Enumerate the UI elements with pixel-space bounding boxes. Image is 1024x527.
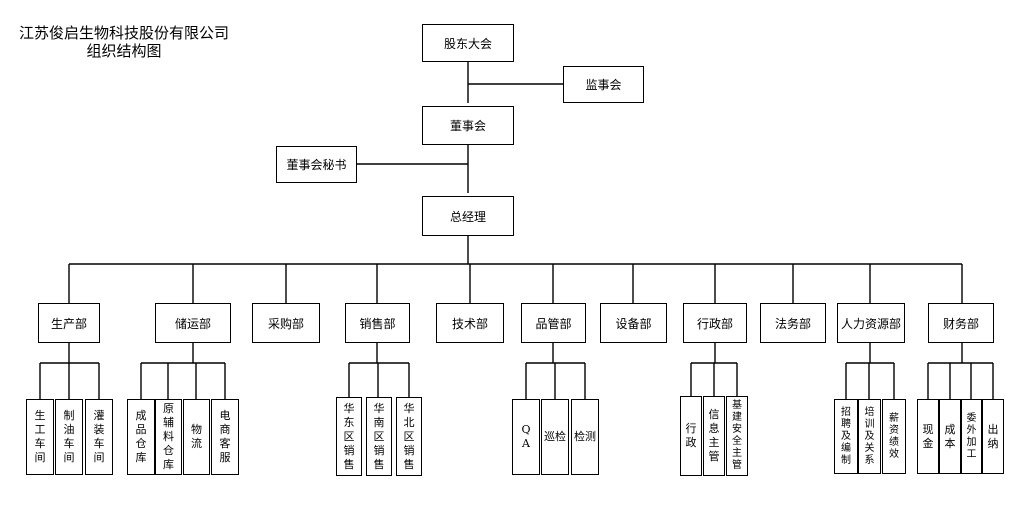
dept-qc: 品管部	[521, 303, 586, 343]
sub-storage-4: 电商客服	[211, 399, 239, 475]
dept-purchasing: 采购部	[252, 303, 320, 343]
sub-admin-2: 信息主管	[703, 396, 725, 476]
sub-production-2: 制油车间	[55, 399, 83, 475]
dept-sales: 销售部	[345, 303, 410, 343]
sub-sales-2: 华南区销售	[366, 397, 392, 476]
sub-production-3: 灌装车间	[85, 399, 113, 475]
sub-storage-3: 物流	[183, 399, 210, 475]
sub-finance-3: 委外加工	[961, 399, 982, 474]
shareholders-box: 股东大会	[422, 24, 514, 62]
sub-sales-3: 华北区销售	[396, 397, 422, 476]
sub-production-1: 生工车间	[26, 399, 54, 475]
dept-storage: 储运部	[155, 303, 231, 343]
company-name: 江苏俊启生物科技股份有限公司	[18, 24, 229, 42]
board-box: 董事会	[422, 106, 514, 145]
gm-box: 总经理	[422, 196, 514, 236]
chart-subtitle: 组织结构图	[86, 42, 162, 60]
sub-admin-3: 基建安全主管	[726, 396, 748, 476]
dept-production: 生产部	[38, 303, 100, 343]
sub-finance-1: 现金	[917, 399, 939, 474]
sub-qc-2: 巡检	[541, 399, 569, 475]
sub-qc-3: 检测	[571, 399, 599, 475]
chart-title: 江苏俊启生物科技股份有限公司 组织结构图	[6, 24, 242, 60]
dept-tech: 技术部	[436, 303, 504, 343]
supervisors-box: 监事会	[563, 66, 644, 103]
sub-admin-1: 行政	[680, 396, 702, 476]
sub-storage-1: 成品仓库	[127, 399, 155, 475]
sub-qc-1: QA	[512, 399, 540, 475]
sub-hr-3: 薪资绩效	[882, 399, 906, 474]
sub-storage-2: 原辅料仓库	[155, 399, 182, 475]
dept-equipment: 设备部	[600, 303, 667, 343]
sub-hr-2: 培训及关系	[858, 399, 881, 474]
sub-hr-1: 招聘及编制	[834, 399, 858, 474]
dept-legal: 法务部	[760, 303, 826, 343]
sub-finance-2: 成本	[939, 399, 961, 474]
dept-admin: 行政部	[683, 303, 747, 343]
sub-finance-4: 出纳	[982, 399, 1004, 474]
sub-sales-1: 华东区销售	[336, 397, 362, 476]
dept-hr: 人力资源部	[837, 303, 905, 343]
secretary-box: 董事会秘书	[276, 146, 357, 183]
dept-finance: 财务部	[928, 303, 994, 343]
